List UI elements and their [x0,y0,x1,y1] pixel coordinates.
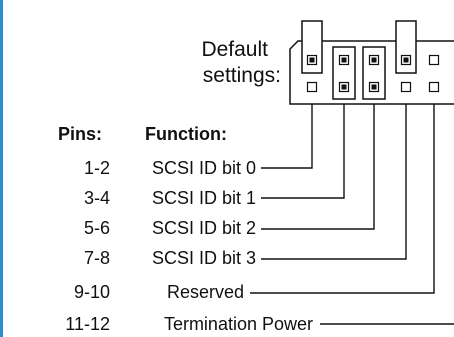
pin-function-5-6: SCSI ID bit 2 [152,218,256,238]
pin-7-8-bottom [400,81,412,93]
jumper-housing [289,40,454,105]
pins-column-header: Pins: [58,124,102,144]
pin-function-7-8: SCSI ID bit 3 [152,248,256,268]
leader-lines [250,104,454,325]
pin-1-2-bottom [306,81,318,93]
pin-number-9-10: 9-10 [74,282,110,302]
pin-number-5-6: 5-6 [84,218,110,238]
leader-line-3-4 [261,104,345,199]
pin-number-3-4: 3-4 [84,188,110,208]
pin-number-7-8: 7-8 [84,248,110,268]
function-column-header: Function: [145,124,227,144]
pin-9-10-top [428,54,440,66]
pin-number-1-2: 1-2 [84,158,110,178]
pin-5-6-bottom-dot [371,84,377,90]
pin-3-4-top-dot [341,57,347,63]
pin-function-3-4: SCSI ID bit 1 [152,188,256,208]
pin-7-8-top-dot [403,57,409,63]
jumper-shunt-7-8 [395,20,417,74]
default-settings-label-line1: Default [201,38,268,61]
pin-number-11-12: 11-12 [65,314,110,334]
pin-function-11-12: Termination Power [164,314,313,334]
pin-5-6-top-dot [371,57,377,63]
left-accent-bar [0,0,3,337]
leader-line-1-2 [261,104,313,169]
jumper-shunt-1-2 [301,20,323,74]
leader-line-9-10 [250,104,435,294]
pin-function-1-2: SCSI ID bit 0 [152,158,256,178]
jumper-block [289,20,454,105]
jumper-shunt-3-4 [332,46,356,100]
default-settings-label-line2: settings: [203,64,281,87]
jumper-shunt-5-6 [362,46,386,100]
pin-1-2-top-dot [309,57,315,63]
pin-function-9-10: Reserved [167,282,244,302]
pin-3-4-bottom-dot [341,84,347,90]
leader-line-5-6 [261,104,375,230]
leader-line-7-8 [261,104,407,260]
pin-9-10-bottom [428,81,440,93]
